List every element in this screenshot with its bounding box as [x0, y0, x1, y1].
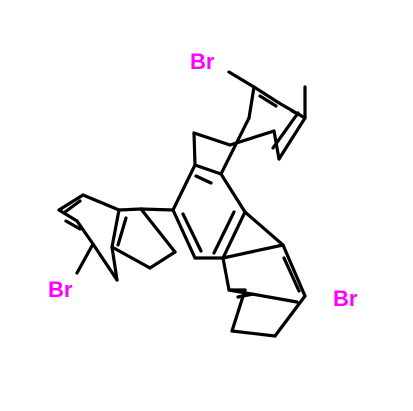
bromine-label-left: Br: [48, 277, 73, 302]
bond-line: [227, 288, 299, 304]
bond-line: [57, 208, 79, 223]
bond-line: [282, 256, 301, 293]
bond-line: [219, 172, 247, 214]
bond-line: [243, 210, 285, 247]
bond-line: [117, 207, 143, 212]
bond-line: [221, 243, 285, 260]
bond-line: [193, 163, 223, 176]
bromine-label-right: Br: [333, 286, 358, 311]
bond-line: [116, 216, 128, 247]
bond-line: [110, 245, 152, 270]
bond-line: [139, 207, 175, 212]
bond-line: [252, 85, 281, 105]
bond-line: [139, 207, 177, 254]
bond-line: [221, 210, 247, 260]
bond-line: [228, 129, 276, 147]
bond-line: [230, 329, 277, 338]
bond-line: [273, 294, 307, 338]
bond-line: [221, 256, 231, 292]
bond-line: [110, 208, 121, 249]
bond-line: [247, 85, 256, 120]
bond-line: [57, 193, 85, 212]
bond-line: [258, 94, 278, 108]
bond-line: [64, 219, 82, 231]
bond-line: [192, 131, 232, 147]
bond-line: [181, 212, 203, 253]
bond-line: [75, 242, 95, 275]
bond-skeleton: [57, 70, 307, 338]
bond-line: [271, 111, 300, 150]
bond-line: [171, 208, 197, 260]
bond-line: [277, 116, 307, 161]
bond-line: [148, 250, 177, 270]
bond-line: [194, 174, 213, 185]
bond-line: [281, 243, 307, 298]
bond-line: [110, 245, 119, 282]
bond-line: [192, 131, 197, 167]
bond-line: [212, 210, 236, 255]
bond-line: [227, 70, 256, 89]
bond-line: [219, 116, 251, 176]
bond-line: [81, 193, 121, 212]
bromine-label-top: Br: [190, 49, 215, 74]
bond-line: [75, 219, 95, 246]
bond-line: [171, 163, 197, 212]
bond-line: [63, 199, 82, 214]
bond-line: [91, 242, 119, 282]
bond-line: [236, 292, 255, 299]
bond-line: [290, 109, 302, 117]
